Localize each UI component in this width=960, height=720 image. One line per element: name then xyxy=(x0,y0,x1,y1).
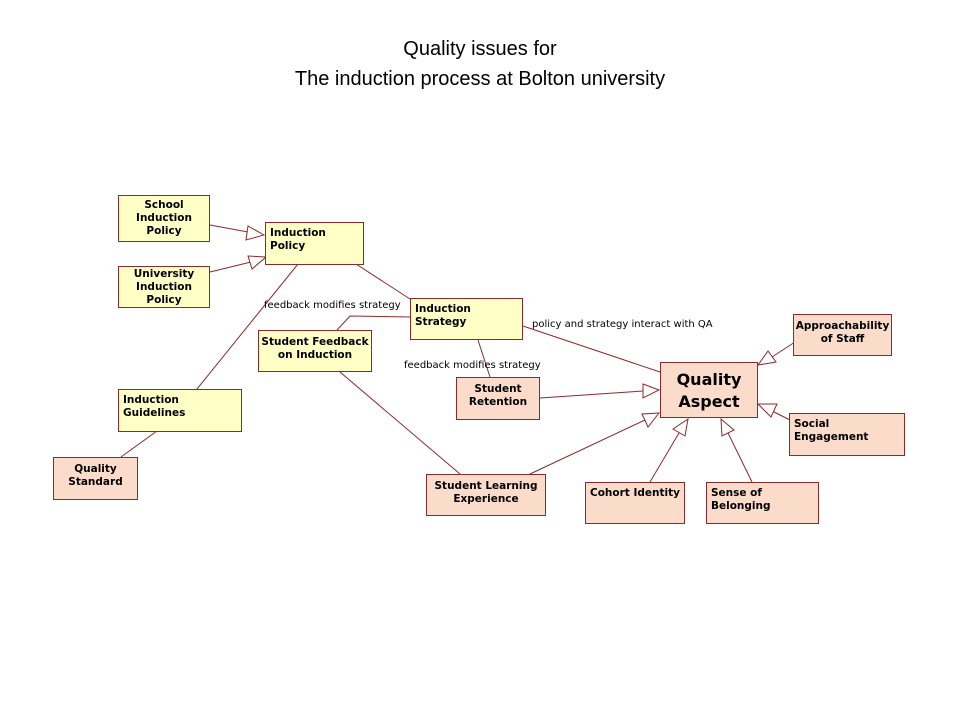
arrowhead-belonging-to-quality-aspect xyxy=(720,417,735,437)
arrowhead-cohort-to-quality-aspect xyxy=(672,417,689,437)
edge-approachability-to-quality-aspect xyxy=(771,341,796,358)
edge-guidelines-to-quality-standard xyxy=(120,430,158,458)
node-university-induction-policy: University Induction Policy xyxy=(118,266,210,308)
edge-strategy-to-quality-aspect xyxy=(522,325,661,373)
edge-school-to-induction-policy xyxy=(209,224,249,233)
node-quality-standard: Quality Standard xyxy=(53,457,138,500)
edge-policy-to-guidelines xyxy=(196,263,299,390)
edge-feedback-to-learning xyxy=(339,371,461,475)
edge-retention-to-quality-aspect xyxy=(539,390,644,399)
node-induction-guidelines: Induction Guidelines xyxy=(118,389,242,432)
edge-social-to-quality-aspect xyxy=(773,411,791,421)
diagram-title-line-2: The induction process at Bolton universi… xyxy=(294,68,666,90)
diagram-title-line-1: Quality issues for xyxy=(403,38,557,60)
arrowhead-retention-to-quality-aspect xyxy=(642,383,661,399)
edge-label-feedback-modifies-strategy-1: feedback modifies strategy xyxy=(264,300,401,311)
edge-belonging-to-quality-aspect xyxy=(727,432,753,483)
edge-label-feedback-modifies-strategy-2: feedback modifies strategy xyxy=(404,360,541,371)
edge-learning-to-quality-aspect xyxy=(529,419,646,475)
node-social-engagement: Social Engagement xyxy=(789,413,905,456)
node-school-induction-policy: School Induction Policy xyxy=(118,195,210,242)
node-student-retention: Student Retention xyxy=(456,377,540,420)
edge-policy-to-strategy xyxy=(355,263,411,300)
arrowhead-school-to-induction-policy xyxy=(245,225,266,241)
edge-strategy-to-retention xyxy=(477,339,491,378)
node-induction-policy: Induction Policy xyxy=(265,222,364,265)
node-induction-strategy: Induction Strategy xyxy=(410,298,523,340)
arrowhead-university-to-induction-policy xyxy=(247,255,268,270)
edge-feedback-to-strategy xyxy=(336,315,411,331)
node-cohort-identity: Cohort Identity xyxy=(585,482,685,524)
node-approachability-of-staff: Approachability of Staff xyxy=(793,314,892,356)
arrowhead-approachability-to-quality-aspect xyxy=(756,350,777,366)
node-quality-aspect: Quality Aspect xyxy=(660,362,758,418)
edge-label-policy-and-strategy: policy and strategy interact with QA xyxy=(532,319,713,330)
node-student-learning-experience: Student Learning Experience xyxy=(426,474,546,516)
edge-university-to-induction-policy xyxy=(209,261,252,273)
node-student-feedback-on-induction: Student Feedback on Induction xyxy=(258,330,372,372)
arrowhead-learning-to-quality-aspect xyxy=(641,412,661,428)
edge-cohort-to-quality-aspect xyxy=(649,432,680,483)
node-sense-of-belonging: Sense of Belonging xyxy=(706,482,819,524)
arrowhead-social-to-quality-aspect xyxy=(756,403,778,418)
